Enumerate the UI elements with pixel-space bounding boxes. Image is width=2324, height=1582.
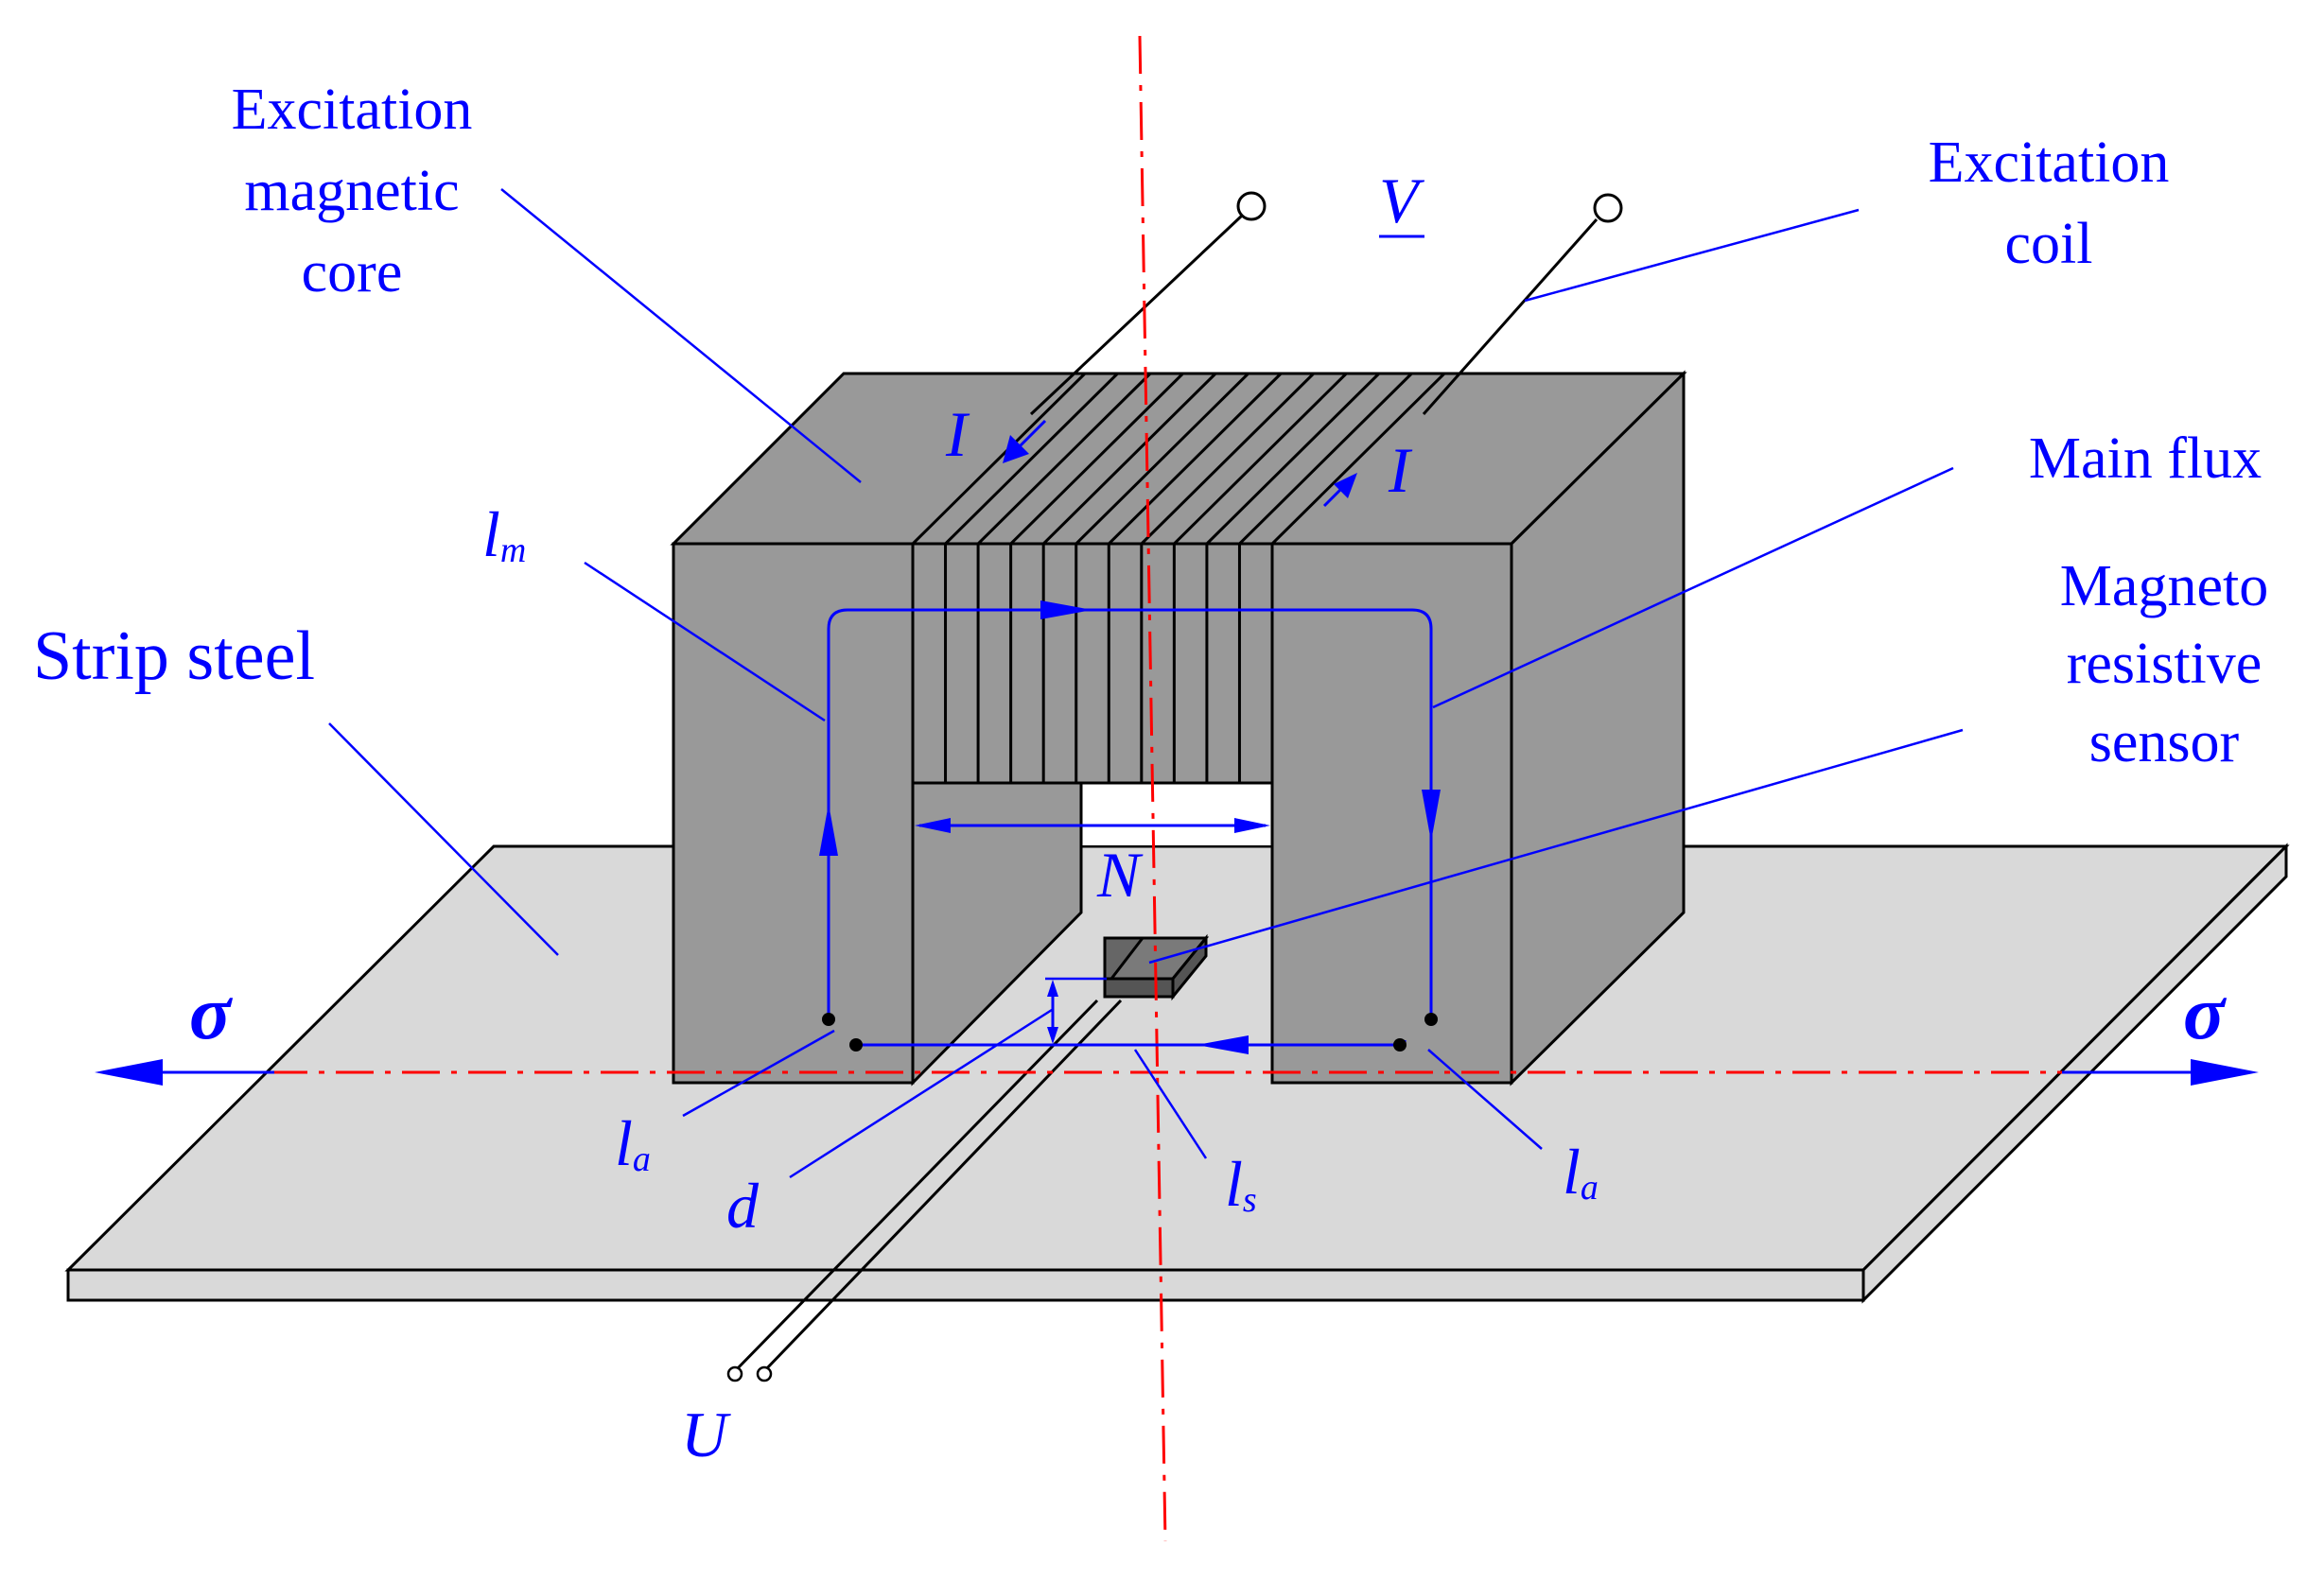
gap-dimension [1045,977,1126,1047]
coil-turn [1270,372,1446,783]
current-arrows [1003,419,1357,508]
flux-arrow-down [1422,790,1441,842]
flux-point [1424,1013,1438,1026]
leader-la-left [682,1029,835,1118]
label-main-flux: Main flux [2029,426,2262,491]
turns-dimension [915,818,1270,833]
leader-d [789,1008,1053,1179]
sensor-output-leads [726,999,1123,1382]
label-gap: d [726,1170,760,1242]
label-excitation-coil-line1: Excitation [1929,130,2170,195]
coil-turn [1009,372,1184,783]
leader-main-flux [1432,466,1954,709]
coil-turn [944,372,1119,783]
coil-turn [911,372,1087,783]
coil-turn [1237,372,1413,783]
label-sensor-line3: sensor [2089,710,2240,774]
excitation-magnetic-core [670,370,1687,1087]
current-arrow-out-head [1334,473,1357,498]
stress-arrow-right-head [2191,1059,2259,1086]
vertical-axis [1138,35,1167,1542]
leader-strip [328,722,559,956]
label-path-air-right-sub: a [1581,1168,1599,1208]
label-stress-right: σ [2183,969,2228,1055]
output-terminal [726,1365,743,1382]
label-turns: N [1096,839,1144,911]
flux-point [849,1038,863,1052]
label-path-air-left: la [615,1107,651,1179]
leader-lines [328,188,1964,1179]
leader-core [500,188,862,483]
label-excitation-coil-line2: coil [2005,212,2093,276]
label-current-in: I [945,398,970,470]
label-sensor-line2: resistive [2067,632,2263,696]
coil-turn [1140,372,1315,783]
strip-front-face [66,1268,1865,1302]
flux-arrow-left [1197,1035,1249,1054]
excitation-supply-leads [1029,191,1623,416]
stress-arrows [95,1059,2259,1086]
flux-arrow-up [819,804,838,856]
leader-ls [1133,1049,1208,1159]
main-flux-path [819,600,1441,1054]
flux-point [822,1013,835,1026]
coil-turn [976,372,1152,783]
label-path-steel: ls [1225,1148,1257,1220]
coil-turn [1172,372,1348,783]
label-strip-steel: Strip steel [33,617,315,695]
label-path-air-left-sub: a [633,1139,651,1179]
leader-lm [584,561,826,722]
label-voltage: V [1379,165,1425,236]
supply-terminal [1593,193,1623,223]
flux-arrow-right [1040,600,1092,619]
label-stress-left: σ [189,969,234,1055]
coil-turn [1075,372,1249,783]
supply-terminal [1236,191,1267,221]
label-path-core-sub: m [500,530,526,570]
stress-arrow-left-head [95,1059,163,1086]
label-path-steel-base: l [1225,1148,1243,1220]
leader-coil [1524,208,1860,303]
excitation-coil-windings [911,372,1446,783]
label-sensor-line1: Magneto [2060,554,2268,618]
label-excitation-core-line2: magnetic [244,159,459,223]
coil-turn [1107,372,1283,783]
core-window-gap [1080,782,1273,847]
annotation-labels: Excitation magnetic core Excitation coil… [33,78,2268,1470]
label-path-core: lm [482,498,526,570]
label-path-core-base: l [482,498,500,570]
label-output: U [681,1399,731,1470]
leader-la-right [1427,1049,1543,1150]
output-terminal [756,1365,773,1382]
label-path-air-left-base: l [615,1107,633,1179]
current-arrow-in-head [1003,435,1029,463]
flux-point [1393,1038,1407,1052]
label-path-air-right: la [1563,1136,1599,1208]
coil-turn [1041,372,1217,783]
label-current-out: I [1388,434,1413,506]
label-path-steel-sub: s [1243,1180,1257,1220]
leader-sensor [1148,728,1964,965]
label-path-air-right-base: l [1563,1136,1581,1208]
coil-turn [1205,372,1380,783]
label-excitation-core-line3: core [302,240,403,304]
symmetry-axes [270,35,2062,1542]
label-excitation-core-line1: Excitation [232,78,473,142]
core-top-face [670,372,1687,546]
